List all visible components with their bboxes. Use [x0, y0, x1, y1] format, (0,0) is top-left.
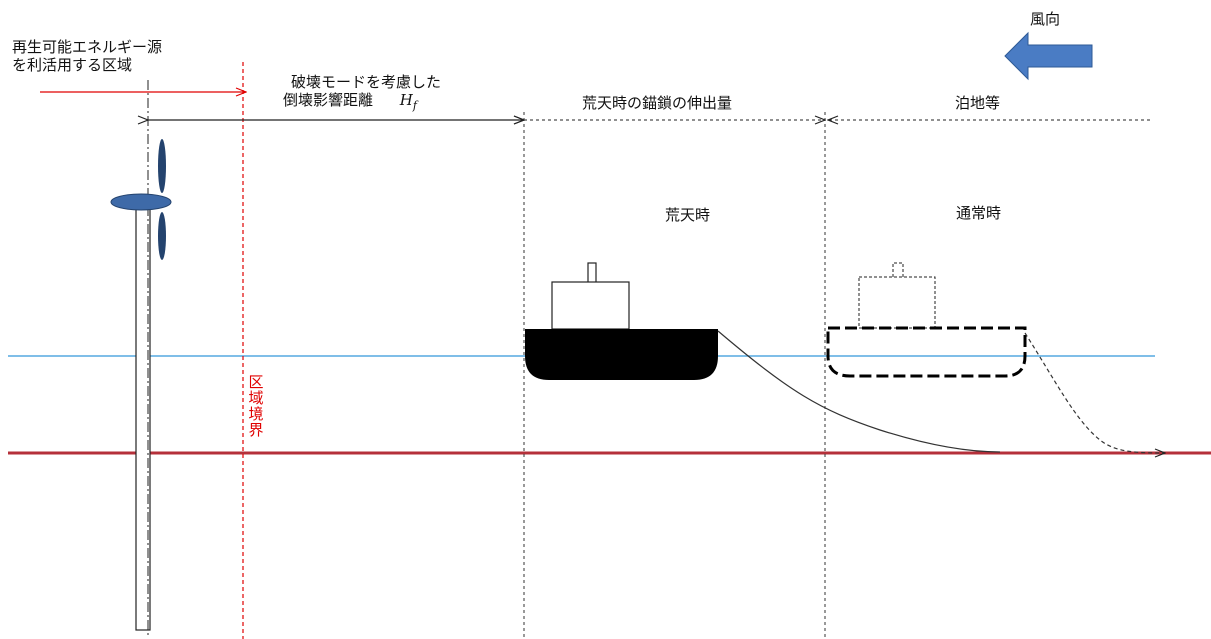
stormy-anchor-chain	[717, 330, 1001, 453]
collapse-distance-text: 倒壊影響距離	[283, 91, 374, 109]
collapse-distance-symbol: Hf	[399, 91, 417, 112]
stormy-ship-cabin	[551, 281, 630, 330]
turbine-blade-upper	[158, 139, 166, 193]
turbine-blade-lower	[158, 212, 166, 260]
collapse-distance-label-line1: 破壊モードを考慮した	[291, 73, 442, 91]
anchorage-label: 泊地等	[955, 94, 1001, 112]
zone-boundary-label: 区域境界	[248, 373, 264, 439]
normal-ship	[826, 262, 1027, 378]
normal-anchor-chain	[1024, 332, 1165, 453]
stormy-ship-hull	[525, 329, 718, 380]
renewable-zone-label-line2: を利活用する区域	[12, 56, 133, 74]
normal-ship-mast	[892, 262, 904, 277]
normal-weather-label: 通常時	[956, 204, 1002, 222]
collapse-distance-label: 破壊モードを考慮した 倒壊影響距離 Hf	[283, 73, 441, 115]
wind-direction-label: 風向	[1030, 10, 1061, 28]
stormy-ship	[525, 262, 718, 380]
stormy-weather-label: 荒天時	[665, 206, 711, 224]
normal-ship-hull	[826, 326, 1027, 378]
stormy-ship-mast	[587, 262, 597, 284]
turbine-blade-horizontal	[110, 193, 172, 211]
collapse-distance-symbol-main: H	[399, 91, 413, 109]
collapse-distance-symbol-sub: f	[412, 99, 417, 112]
anchor-chain-extension-label: 荒天時の錨鎖の伸出量	[582, 94, 733, 112]
renewable-zone-label-line1: 再生可能エネルギー源	[12, 38, 163, 56]
normal-ship-cabin	[858, 276, 936, 329]
renewable-zone-label: 再生可能エネルギー源 を利活用する区域	[12, 38, 162, 74]
collapse-distance-label-line2: 倒壊影響距離 Hf	[283, 91, 441, 115]
wind-direction-arrow	[1004, 31, 1093, 81]
